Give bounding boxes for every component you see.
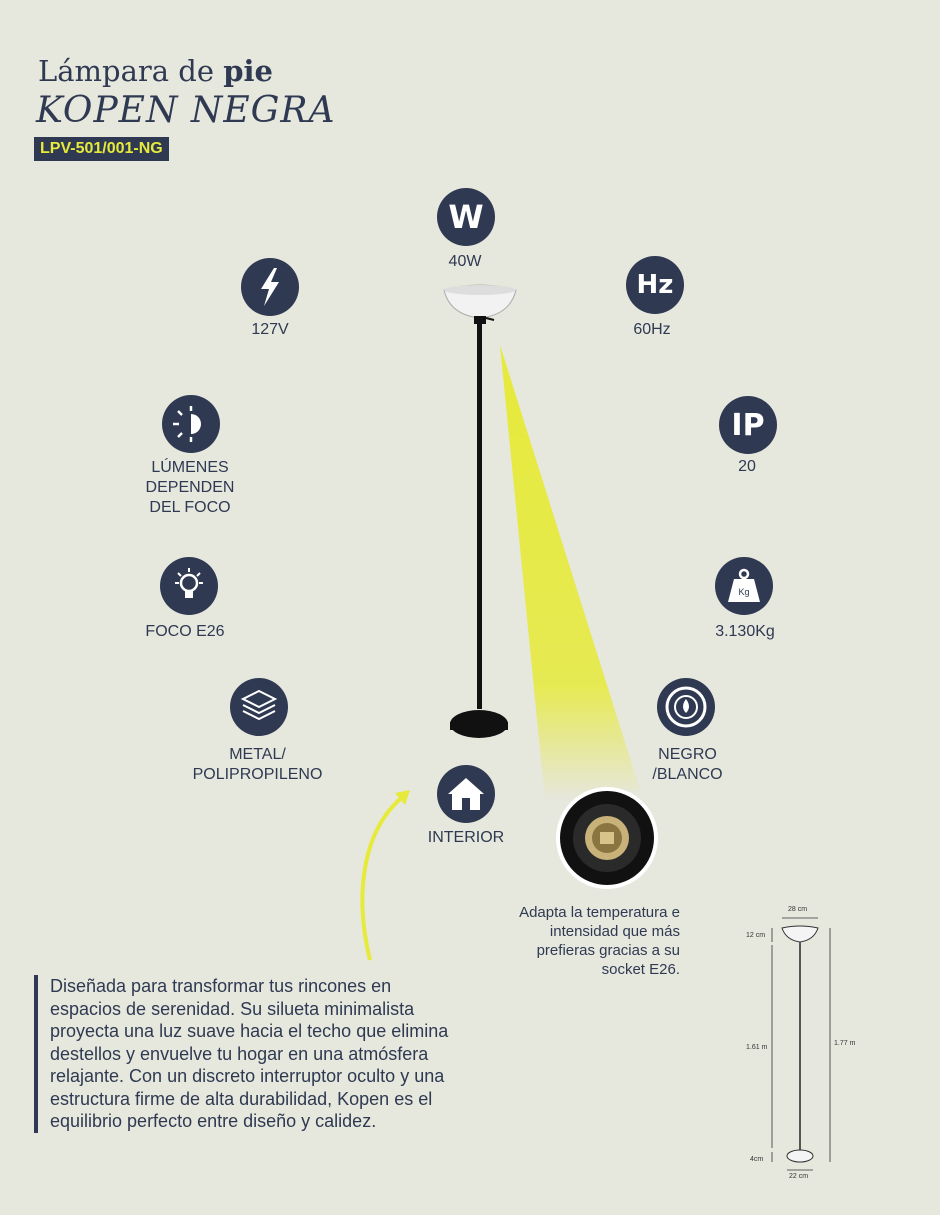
socket-description: Adapta la temperatura e intensidad que m… bbox=[519, 904, 680, 978]
dim-shade-height: 12 cm bbox=[746, 932, 766, 939]
bulb-label: FOCO E26 bbox=[145, 623, 225, 640]
house-icon bbox=[437, 765, 495, 823]
hz-icon: Hz bbox=[626, 256, 684, 314]
material-label: METAL/ POLIPROPILENO bbox=[192, 746, 323, 783]
socket-image bbox=[556, 787, 658, 889]
brightness-icon bbox=[162, 395, 220, 453]
bulb-icon bbox=[160, 557, 218, 615]
watts-icon: W bbox=[437, 188, 495, 246]
weight-label: 3.130Kg bbox=[715, 623, 775, 640]
frequency-label: 60Hz bbox=[633, 321, 671, 338]
voltage-label: 127V bbox=[251, 321, 289, 338]
color-label: NEGRO /BLANCO bbox=[652, 746, 723, 783]
svg-text:Kg: Kg bbox=[738, 587, 749, 597]
dim-base-height: 4cm bbox=[750, 1156, 764, 1163]
dimensions-diagram bbox=[771, 917, 831, 1171]
use-label: INTERIOR bbox=[427, 829, 505, 846]
weight-icon: Kg bbox=[715, 557, 773, 615]
dim-base-width: 22 cm bbox=[789, 1173, 809, 1180]
lightning-icon bbox=[241, 258, 299, 316]
page-title: Lámpara de pie bbox=[38, 54, 273, 88]
dim-top-width: 28 cm bbox=[788, 906, 808, 913]
lamp-image bbox=[443, 284, 517, 738]
product-name: KOPEN NEGRA bbox=[36, 90, 336, 131]
color-drop-icon bbox=[657, 678, 715, 736]
ip-label: 20 bbox=[738, 458, 756, 475]
product-description: Diseñada para transformar tus rincones e… bbox=[34, 975, 460, 1133]
dim-pole-height: 1.61 m bbox=[746, 1044, 768, 1051]
ip-icon: IP bbox=[719, 396, 777, 454]
lumens-label: LÚMENES DEPENDEN DEL FOCO bbox=[145, 459, 235, 516]
page-title-bold: pie bbox=[223, 54, 273, 88]
layers-icon bbox=[230, 678, 288, 736]
watts-label: 40W bbox=[448, 253, 482, 270]
dim-total-height: 1.77 m bbox=[834, 1040, 856, 1047]
product-code-badge: LPV-501/001-NG bbox=[34, 137, 169, 161]
